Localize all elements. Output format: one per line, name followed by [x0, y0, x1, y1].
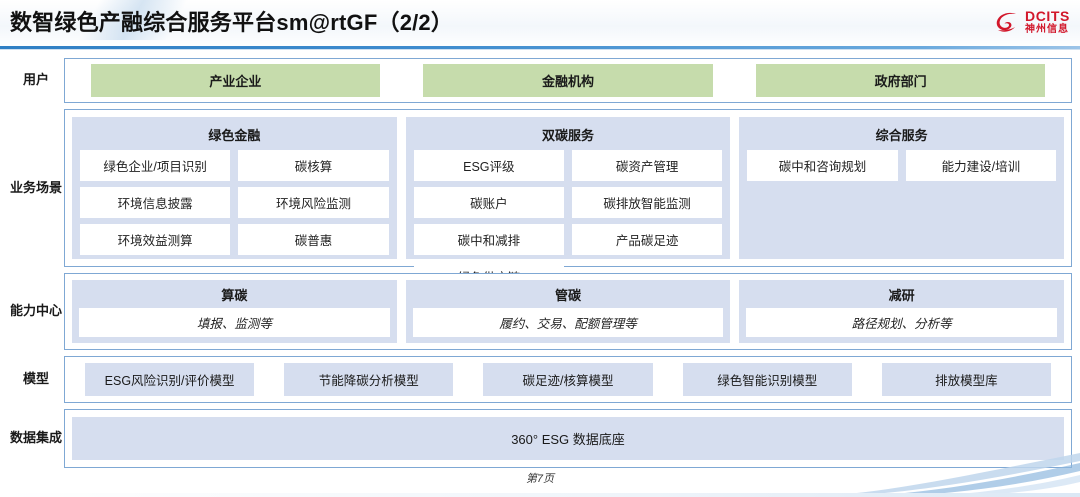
row-body-user: 产业企业 金融机构 政府部门	[64, 58, 1072, 103]
cap-group-title: 减研	[888, 288, 915, 303]
page-title: 数智绿色产融综合服务平台sm@rtGF（2/2）	[10, 10, 454, 35]
logo-text-cn: 神州信息	[1025, 24, 1069, 35]
biz-card-list: 绿色企业/项目识别 碳核算 环境信息披露 环境风险监测 环境效益测算 碳普惠	[80, 150, 389, 255]
biz-card[interactable]: 碳普惠	[238, 224, 389, 255]
header-divider-thin	[0, 49, 1080, 50]
biz-group-title: 绿色金融	[208, 128, 261, 143]
biz-card[interactable]: 碳中和减排	[413, 224, 564, 255]
model-box-esg-risk[interactable]: ESG风险识别/评价模型	[84, 363, 255, 396]
model-box-energy-saving[interactable]: 节能降碳分析模型	[284, 363, 454, 396]
model-box-green-recognition[interactable]: 绿色智能识别模型	[682, 363, 852, 396]
model-box-emission-library[interactable]: 排放模型库	[881, 363, 1052, 396]
cap-group-carbon-management: 管碳 履约、交易、配额管理等	[405, 280, 731, 343]
biz-group-comprehensive: 综合服务 碳中和咨询规划 能力建设/培训	[739, 117, 1065, 259]
layer-row-capability-center: 能力中心 算碳 填报、监测等 管碳 履约、交易、配额管理等 减研 路径规划、分析…	[8, 273, 1072, 350]
cap-group-subtitle[interactable]: 填报、监测等	[79, 308, 390, 337]
layer-row-user: 用户 产业企业 金融机构 政府部门	[8, 58, 1072, 103]
row-label-user: 用户	[22, 72, 49, 88]
cap-group-title: 管碳	[555, 288, 582, 303]
cap-group-title: 算碳	[221, 288, 248, 303]
row-label-capability-center: 能力中心	[9, 303, 62, 319]
biz-group-title: 双碳服务	[542, 128, 595, 143]
logo-text: DCITS 神州信息	[1025, 9, 1070, 35]
biz-card[interactable]: 环境效益测算	[80, 224, 231, 255]
model-cell: 绿色智能识别模型	[668, 363, 867, 396]
dcits-swirl-logo-icon	[996, 12, 1016, 32]
page-header: 数智绿色产融综合服务平台sm@rtGF（2/2） DCITS 神州信息	[0, 0, 1080, 50]
layer-row-data-integration: 数据集成 360° ESG 数据底座	[8, 409, 1072, 468]
data-box-esg-foundation[interactable]: 360° ESG 数据底座	[72, 417, 1064, 460]
biz-card-list: 碳中和咨询规划 能力建设/培训	[747, 150, 1056, 181]
biz-group-dual-carbon: 双碳服务 ESG评级 碳资产管理 碳账户 碳排放智能监测 碳中和减排 产品碳足迹…	[405, 117, 731, 292]
row-label-data-integration: 数据集成	[9, 430, 62, 446]
biz-card[interactable]: 环境信息披露	[80, 187, 231, 218]
model-cell: 节能降碳分析模型	[269, 363, 468, 396]
model-box-carbon-footprint[interactable]: 碳足迹/核算模型	[483, 363, 653, 396]
biz-card[interactable]: ESG评级	[413, 150, 564, 181]
row-body-capability-center: 算碳 填报、监测等 管碳 履约、交易、配额管理等 减研 路径规划、分析等	[64, 273, 1072, 350]
architecture-diagram: 用户 产业企业 金融机构 政府部门 业务场景 绿色金融 绿色企业/项目识别 碳核…	[8, 58, 1072, 468]
header-divider	[0, 46, 1080, 49]
biz-card[interactable]: 产品碳足迹	[572, 224, 723, 255]
row-body-model: ESG风险识别/评价模型 节能降碳分析模型 碳足迹/核算模型 绿色智能识别模型 …	[64, 356, 1072, 403]
user-box-financial[interactable]: 金融机构	[423, 64, 713, 97]
footer-bar	[0, 493, 1080, 497]
biz-card[interactable]: 能力建设/培训	[905, 150, 1056, 181]
cap-group-carbon-accounting: 算碳 填报、监测等	[72, 280, 397, 343]
biz-card[interactable]: 绿色企业/项目识别	[80, 150, 231, 181]
biz-group-title: 综合服务	[875, 128, 928, 143]
layer-row-model: 模型 ESG风险识别/评价模型 节能降碳分析模型 碳足迹/核算模型 绿色智能识别…	[8, 356, 1072, 403]
biz-card[interactable]: 碳账户	[413, 187, 564, 218]
cap-group-reduction-research: 减研 路径规划、分析等	[739, 280, 1065, 343]
user-cell: 金融机构	[402, 64, 735, 97]
page-number-note: 第7页	[525, 473, 555, 485]
model-cell: 碳足迹/核算模型	[468, 363, 667, 396]
user-box-government[interactable]: 政府部门	[755, 64, 1046, 97]
row-label-business-scenario: 业务场景	[9, 179, 62, 195]
user-cell: 产业企业	[69, 64, 402, 97]
biz-group-green-finance: 绿色金融 绿色企业/项目识别 碳核算 环境信息披露 环境风险监测 环境效益测算 …	[72, 117, 397, 259]
cap-group-subtitle[interactable]: 履约、交易、配额管理等	[412, 308, 724, 337]
row-body-data-integration: 360° ESG 数据底座	[64, 409, 1072, 468]
layer-row-business-scenario: 业务场景 绿色金融 绿色企业/项目识别 碳核算 环境信息披露 环境风险监测 环境…	[8, 109, 1072, 292]
brand-logo: DCITS 神州信息	[994, 7, 1070, 37]
biz-card[interactable]: 碳核算	[238, 150, 389, 181]
model-cell: ESG风险识别/评价模型	[70, 363, 269, 396]
model-cell: 排放模型库	[867, 363, 1066, 396]
user-cell: 政府部门	[734, 64, 1067, 97]
biz-card[interactable]: 碳中和咨询规划	[747, 150, 898, 181]
row-body-business-scenario: 绿色金融 绿色企业/项目识别 碳核算 环境信息披露 环境风险监测 环境效益测算 …	[64, 109, 1072, 292]
biz-card[interactable]: 碳资产管理	[572, 150, 723, 181]
biz-card-list: ESG评级 碳资产管理 碳账户 碳排放智能监测 碳中和减排 产品碳足迹 绿色供应…	[413, 150, 723, 292]
cap-group-subtitle[interactable]: 路径规划、分析等	[746, 308, 1058, 337]
logo-text-en: DCITS	[1025, 8, 1070, 24]
user-box-industry[interactable]: 产业企业	[90, 64, 381, 97]
row-label-model: 模型	[22, 371, 49, 387]
biz-card[interactable]: 碳排放智能监测	[572, 187, 723, 218]
biz-card[interactable]: 环境风险监测	[238, 187, 389, 218]
